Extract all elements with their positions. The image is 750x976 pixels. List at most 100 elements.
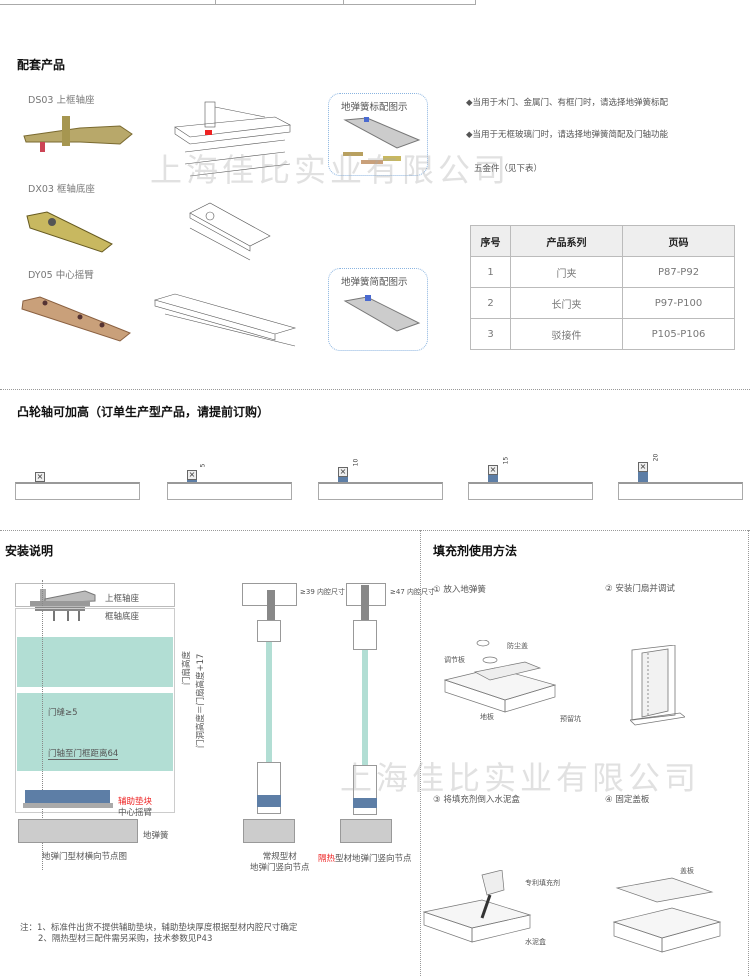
label-opening-height: 门洞高度＝门扇高度+17 [196, 653, 206, 748]
cam-height-label: 20 [652, 453, 660, 462]
divider [0, 530, 750, 531]
label-cover: 盖板 [680, 867, 694, 875]
step1-drawing [443, 640, 557, 713]
cavity-1: ≥39 内腔尺寸 [300, 587, 345, 597]
label-plate: 调节板 [444, 656, 465, 664]
label-floor: 地板 [480, 713, 494, 721]
divider [0, 389, 750, 390]
cam-shaft-icon: × [35, 472, 45, 482]
thermal-spring [340, 819, 392, 843]
regular-spring [243, 819, 295, 843]
standard-config-box: 地弹簧标配图示 [328, 93, 428, 176]
spring-box [318, 482, 443, 500]
matching-title: 配套产品 [17, 58, 66, 72]
cam-diagram: × [15, 460, 140, 500]
filler-title: 填充剂使用方法 [433, 544, 518, 558]
label-pivot-base: 框轴底座 [105, 612, 140, 622]
spring-box [468, 482, 593, 500]
spring-box [167, 482, 292, 500]
cavity-2: ≥47 内腔尺寸 [390, 587, 435, 597]
ds03-drawing [174, 101, 291, 177]
step-3: ③ 将填充剂倒入水泥盒 [433, 795, 520, 805]
cam-shaft-icon: × [488, 464, 498, 475]
item-label-dx03: DX03 框轴底座 [28, 184, 95, 195]
dx03-drawing [189, 202, 271, 261]
floor-spring-standard-image [343, 117, 421, 164]
cell: 驳接件 [510, 318, 623, 350]
caption-regular: 常规型材地弹门竖向节点 [250, 852, 310, 874]
cam-diagram: ×20 [618, 454, 743, 500]
ds03-photo [23, 116, 133, 152]
bullet-3: 五金件（见下表） [474, 164, 543, 174]
cell: 1 [470, 256, 511, 288]
spring-box [15, 482, 140, 500]
divider-right [748, 530, 749, 976]
spring-box [618, 482, 743, 500]
step-2: ② 安装门扇并调试 [605, 584, 675, 594]
caption-regular-1: 常规型材 [262, 852, 297, 862]
axis-line [42, 580, 43, 870]
cell: P97-P100 [622, 287, 735, 319]
floor-spring-body [18, 819, 138, 843]
watermark-bottom: 上海佳比实业有限公司 [340, 759, 701, 797]
cam-shaft-icon: × [187, 469, 197, 480]
divider-vertical [420, 530, 421, 976]
cam-extension [638, 472, 648, 482]
cell: 3 [470, 318, 511, 350]
label-gap: 门缝≥5 [48, 708, 78, 718]
regular-bottom-profile [257, 762, 281, 814]
regular-pivot [267, 590, 275, 620]
note-2: 2、隔热型材三配件需另采购，技术参数见P43 [38, 934, 213, 944]
cavity-label: 内腔尺寸 [317, 588, 346, 596]
cell: P105-P106 [622, 318, 735, 350]
cavity-value: ≥39 [300, 588, 315, 596]
top-table-remnant [0, 0, 476, 5]
cam-height-label: 10 [352, 458, 360, 467]
cam-diagram: × 10 [318, 458, 443, 500]
dx03-photo [26, 211, 113, 253]
glass-upper [17, 637, 173, 687]
note-1: 注：1、标准件出货不提供辅助垫块，辅助垫块厚度根据型材内腔尺寸确定 [20, 923, 298, 933]
step-1: ① 放入地弹簧 [433, 585, 486, 595]
cavity-value: ≥47 [390, 588, 405, 596]
cam-height-label: 5 [199, 463, 207, 467]
cam-extension [338, 477, 348, 482]
thermal-pad [353, 798, 377, 808]
cam-shaft-icon: × [338, 467, 348, 477]
label-top-pivot: 上框轴座 [105, 594, 140, 604]
step-4: ④ 固定盖板 [605, 795, 650, 805]
center-arm [23, 803, 113, 808]
cell: 2 [470, 287, 511, 319]
label-filler: 专利填充剂 [525, 879, 560, 887]
label-arm: 中心摇臂 [118, 808, 153, 818]
top-pivot-drawing [30, 589, 96, 621]
top-frame [15, 583, 175, 607]
cam-extension [187, 479, 197, 482]
simple-config-label: 地弹簧简配图示 [341, 277, 408, 288]
label-axis-dist: 门轴至门框距离64 [48, 749, 119, 760]
watermark-top: 上海佳比实业有限公司 [150, 151, 511, 189]
caption-horizontal: 地弹门型材横向节点图 [42, 852, 128, 862]
cell: 长门夹 [510, 287, 623, 319]
caption-thermal: 隔热型材地弹门竖向节点 [318, 852, 412, 864]
cam-title: 凸轮轴可加高（订单生产型产品，请提前订购） [17, 405, 270, 419]
label-box: 水泥盒 [525, 938, 546, 946]
label-pit: 预留坑 [560, 715, 581, 723]
cavity-label: 内腔尺寸 [407, 588, 436, 596]
door-leaf [15, 608, 175, 813]
item-label-dy05: DY05 中心摇臂 [28, 270, 94, 281]
step4-drawing [612, 877, 722, 953]
caption-thermal-red: 隔热 [318, 854, 336, 864]
regular-pad [257, 795, 281, 807]
dy05-drawing [153, 293, 297, 347]
label-door-height: 门扇高度 [182, 650, 192, 685]
table-header-row: 序号产品系列页码 [470, 225, 735, 257]
install-title: 安装说明 [5, 544, 54, 558]
cam-diagram: ×5 [167, 460, 292, 500]
header-page: 页码 [622, 225, 735, 257]
cam-diagram: ×15 [468, 456, 593, 500]
